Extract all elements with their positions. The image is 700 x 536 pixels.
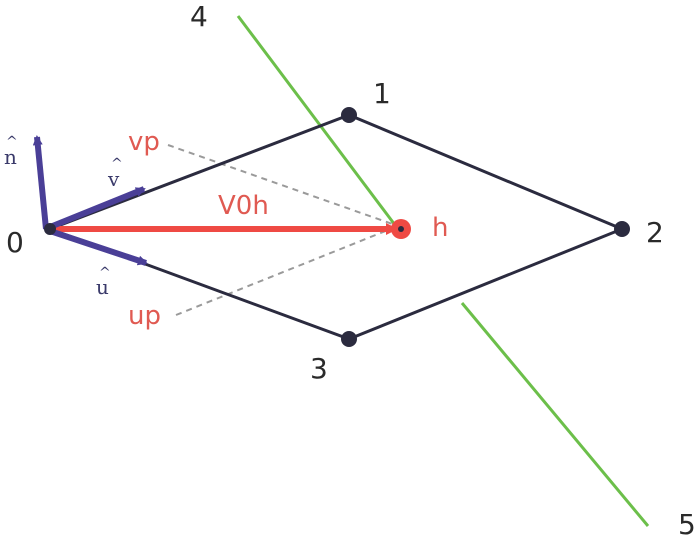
label-n: n	[4, 145, 17, 169]
label-point-3: 3	[310, 352, 328, 385]
label-v: v	[107, 167, 120, 191]
label-point-5: 5	[678, 508, 696, 536]
point-2	[614, 221, 630, 237]
label-u: u	[96, 275, 109, 299]
point-1	[341, 107, 357, 123]
green-line-upper	[236, 15, 397, 226]
point-h-center	[398, 226, 404, 232]
label-point-0: 0	[6, 226, 24, 259]
n-vector	[32, 135, 49, 230]
label-v0h: V0h	[218, 191, 269, 221]
label-vp: vp	[128, 127, 160, 157]
u-vector	[49, 228, 148, 266]
label-point-2: 2	[646, 216, 664, 249]
v-hat: ^	[111, 156, 123, 172]
label-up: up	[128, 301, 161, 331]
label-point-1: 1	[373, 77, 391, 110]
label-point-4: 4	[190, 0, 208, 33]
point-3	[341, 331, 357, 347]
dashed-line-up	[175, 225, 399, 316]
point-0	[44, 223, 56, 235]
green-line-lower	[460, 302, 650, 527]
v-vector	[48, 186, 146, 230]
u-hat: ^	[99, 265, 111, 281]
n-hat: ^	[6, 134, 18, 150]
dashed-line-vp	[167, 144, 399, 227]
label-point-h: h	[432, 213, 448, 243]
